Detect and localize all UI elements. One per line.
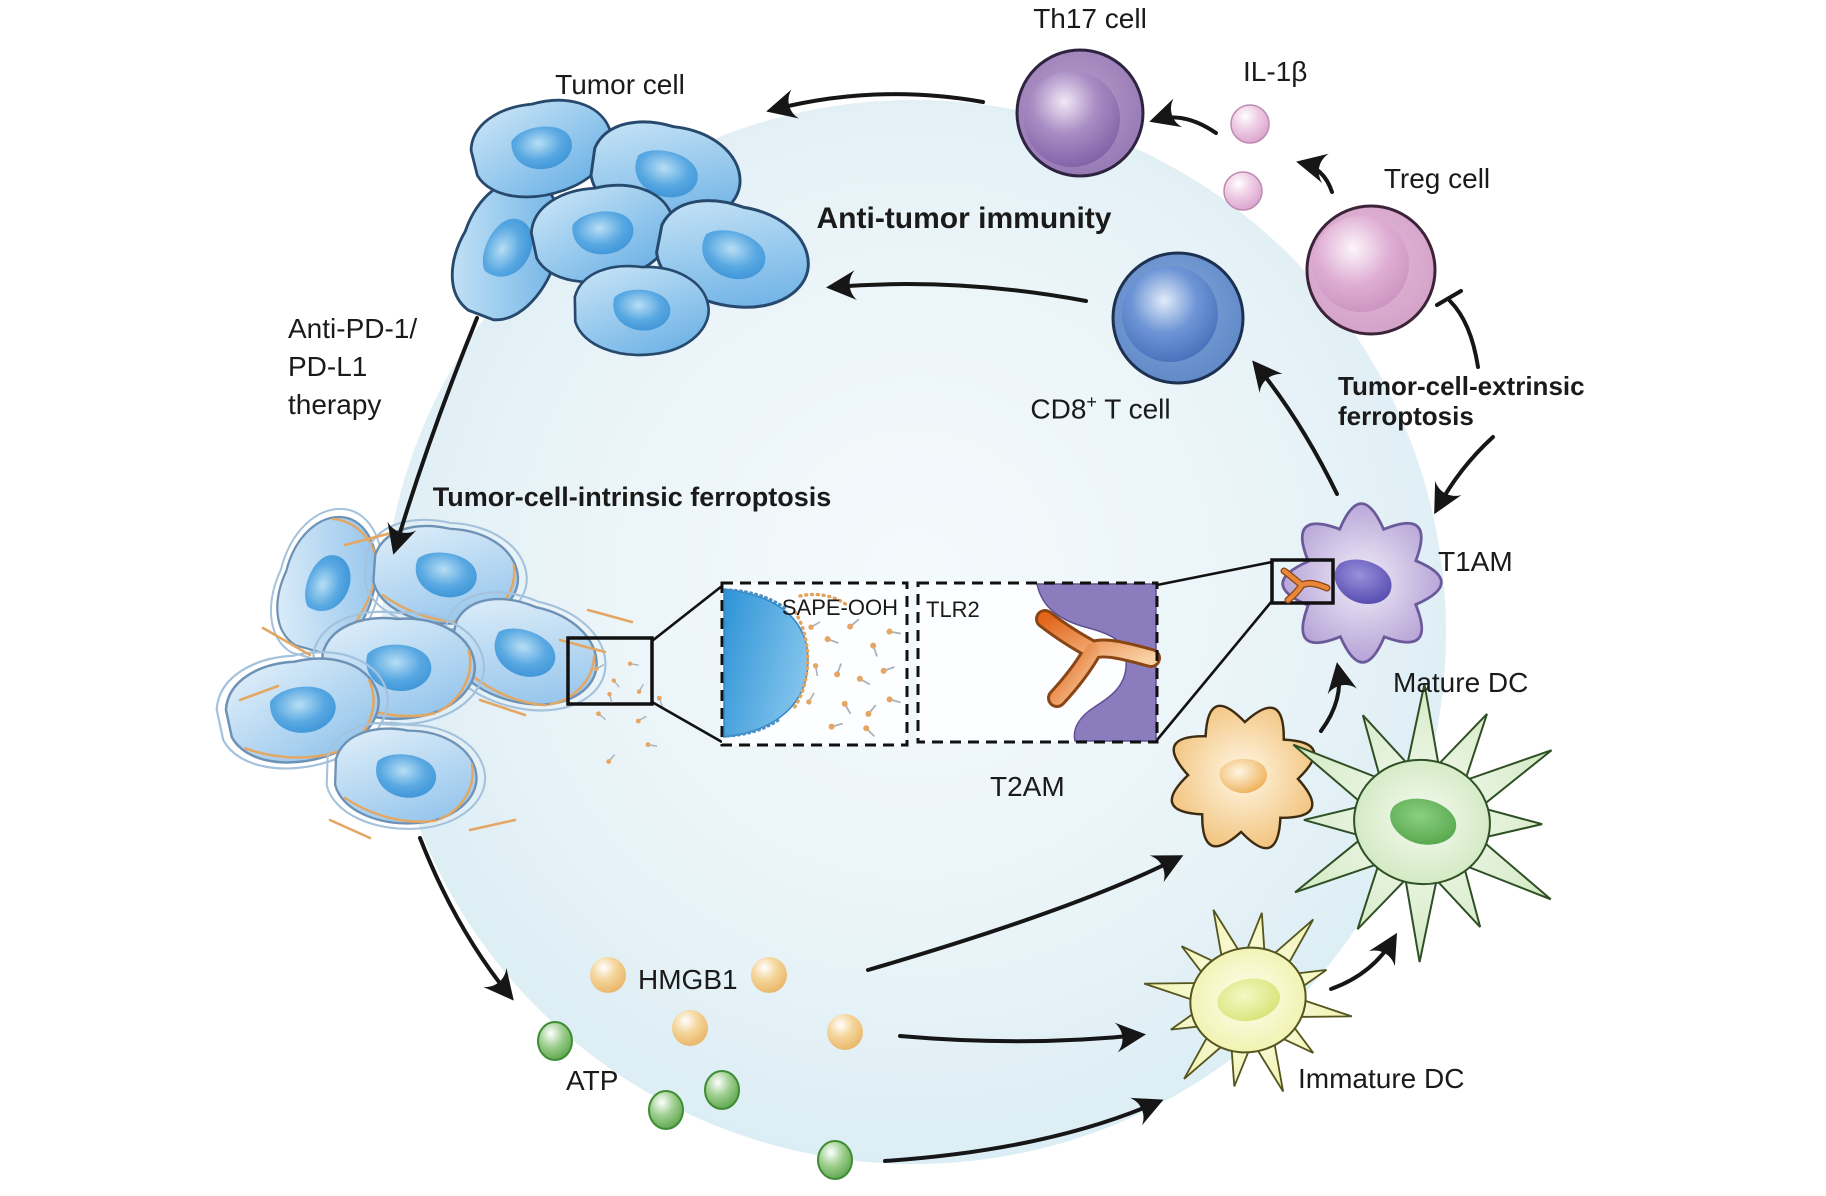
inhibition-extrinsic-to-treg bbox=[1435, 289, 1480, 369]
tumor-cell-label: Tumor cell bbox=[555, 69, 685, 100]
tlr2-label: TLR2 bbox=[926, 597, 980, 622]
tlr2-inset bbox=[916, 581, 1161, 744]
extrinsic-ferroptosis-label: Tumor-cell-extrinsic ferroptosis bbox=[1338, 371, 1585, 431]
arrow-hmgb1-to-t2am bbox=[866, 855, 1184, 972]
t1am-cell bbox=[1268, 489, 1456, 677]
arrow-treg-to-il1b bbox=[1296, 153, 1334, 194]
mature-dc-label: Mature DC bbox=[1393, 667, 1529, 698]
cd8-label-sup: + bbox=[1086, 392, 1097, 412]
anti-pd-line1: Anti-PD-1/ bbox=[288, 313, 418, 344]
anti-pd-line3: therapy bbox=[288, 389, 382, 420]
cd8-label: CD8+ T cell bbox=[1008, 392, 1193, 426]
membrane-zoom-lens bbox=[566, 584, 723, 744]
atp-dots bbox=[537, 1021, 853, 1180]
cd8-t-cell bbox=[1111, 251, 1245, 385]
arrows bbox=[387, 89, 1495, 1163]
arrow-ferroptosis-to-damps bbox=[418, 836, 514, 1001]
treg-label: Treg cell bbox=[1383, 163, 1491, 194]
cd8-label-rest: T cell bbox=[1096, 393, 1171, 425]
anti-pd-line2: PD-L1 bbox=[288, 351, 368, 382]
il1b-dots bbox=[1223, 104, 1270, 211]
arrow-atp-to-idc bbox=[883, 1097, 1164, 1163]
extrinsic-line2: ferroptosis bbox=[1338, 401, 1474, 431]
receptor-zoom-lens bbox=[1155, 558, 1335, 741]
immature-dc-label: Immature DC bbox=[1298, 1063, 1465, 1094]
anti-pd-label: Anti-PD-1/ PD-L1 therapy bbox=[288, 310, 417, 424]
mature-dc-cell bbox=[1264, 666, 1579, 980]
arrow-t2am-to-t1am bbox=[1319, 662, 1358, 733]
th17-cell bbox=[1015, 48, 1145, 178]
tlr2-receptor-mini bbox=[1280, 567, 1331, 604]
tlr2-receptor bbox=[1035, 609, 1161, 708]
extrinsic-line1: Tumor-cell-extrinsic bbox=[1338, 371, 1585, 401]
membrane-fragments bbox=[238, 530, 666, 840]
il1b-label: IL-1β bbox=[1243, 56, 1308, 87]
hmgb1-dots bbox=[590, 957, 863, 1050]
arrow-hmgb1-to-idc bbox=[898, 1022, 1146, 1053]
sape-ooh-label: SAPE-OOH bbox=[781, 595, 898, 620]
arrow-idc-to-mdc bbox=[1329, 932, 1398, 991]
sape-ooh-inset bbox=[720, 581, 909, 747]
t2am-label: T2AM bbox=[990, 771, 1065, 802]
immature-dc-cell bbox=[1130, 882, 1367, 1119]
arrow-th17-to-tumor bbox=[766, 89, 985, 119]
cd8-label-base: CD8 bbox=[1030, 393, 1087, 425]
hmgb1-label: HMGB1 bbox=[638, 964, 738, 995]
th17-label: Th17 cell bbox=[1033, 3, 1147, 34]
arrow-extrinsic-to-t1am bbox=[1434, 435, 1495, 515]
intrinsic-ferroptosis-label: Tumor-cell-intrinsic ferroptosis bbox=[432, 482, 832, 512]
arrow-antipd-to-ferroptosis bbox=[387, 316, 479, 555]
anti-tumor-immunity-label: Anti-tumor immunity bbox=[816, 202, 1112, 235]
arrow-cd8-to-tumor bbox=[826, 270, 1088, 303]
arrow-t1am-to-cd8 bbox=[1252, 360, 1339, 496]
ferroptotic-tumor-cells bbox=[211, 495, 666, 840]
t2am-cell bbox=[1158, 692, 1328, 862]
t1am-label: T1AM bbox=[1438, 546, 1513, 577]
treg-cell bbox=[1305, 204, 1437, 336]
atp-label: ATP bbox=[566, 1065, 619, 1096]
arrow-il1b-to-th17 bbox=[1149, 98, 1218, 135]
